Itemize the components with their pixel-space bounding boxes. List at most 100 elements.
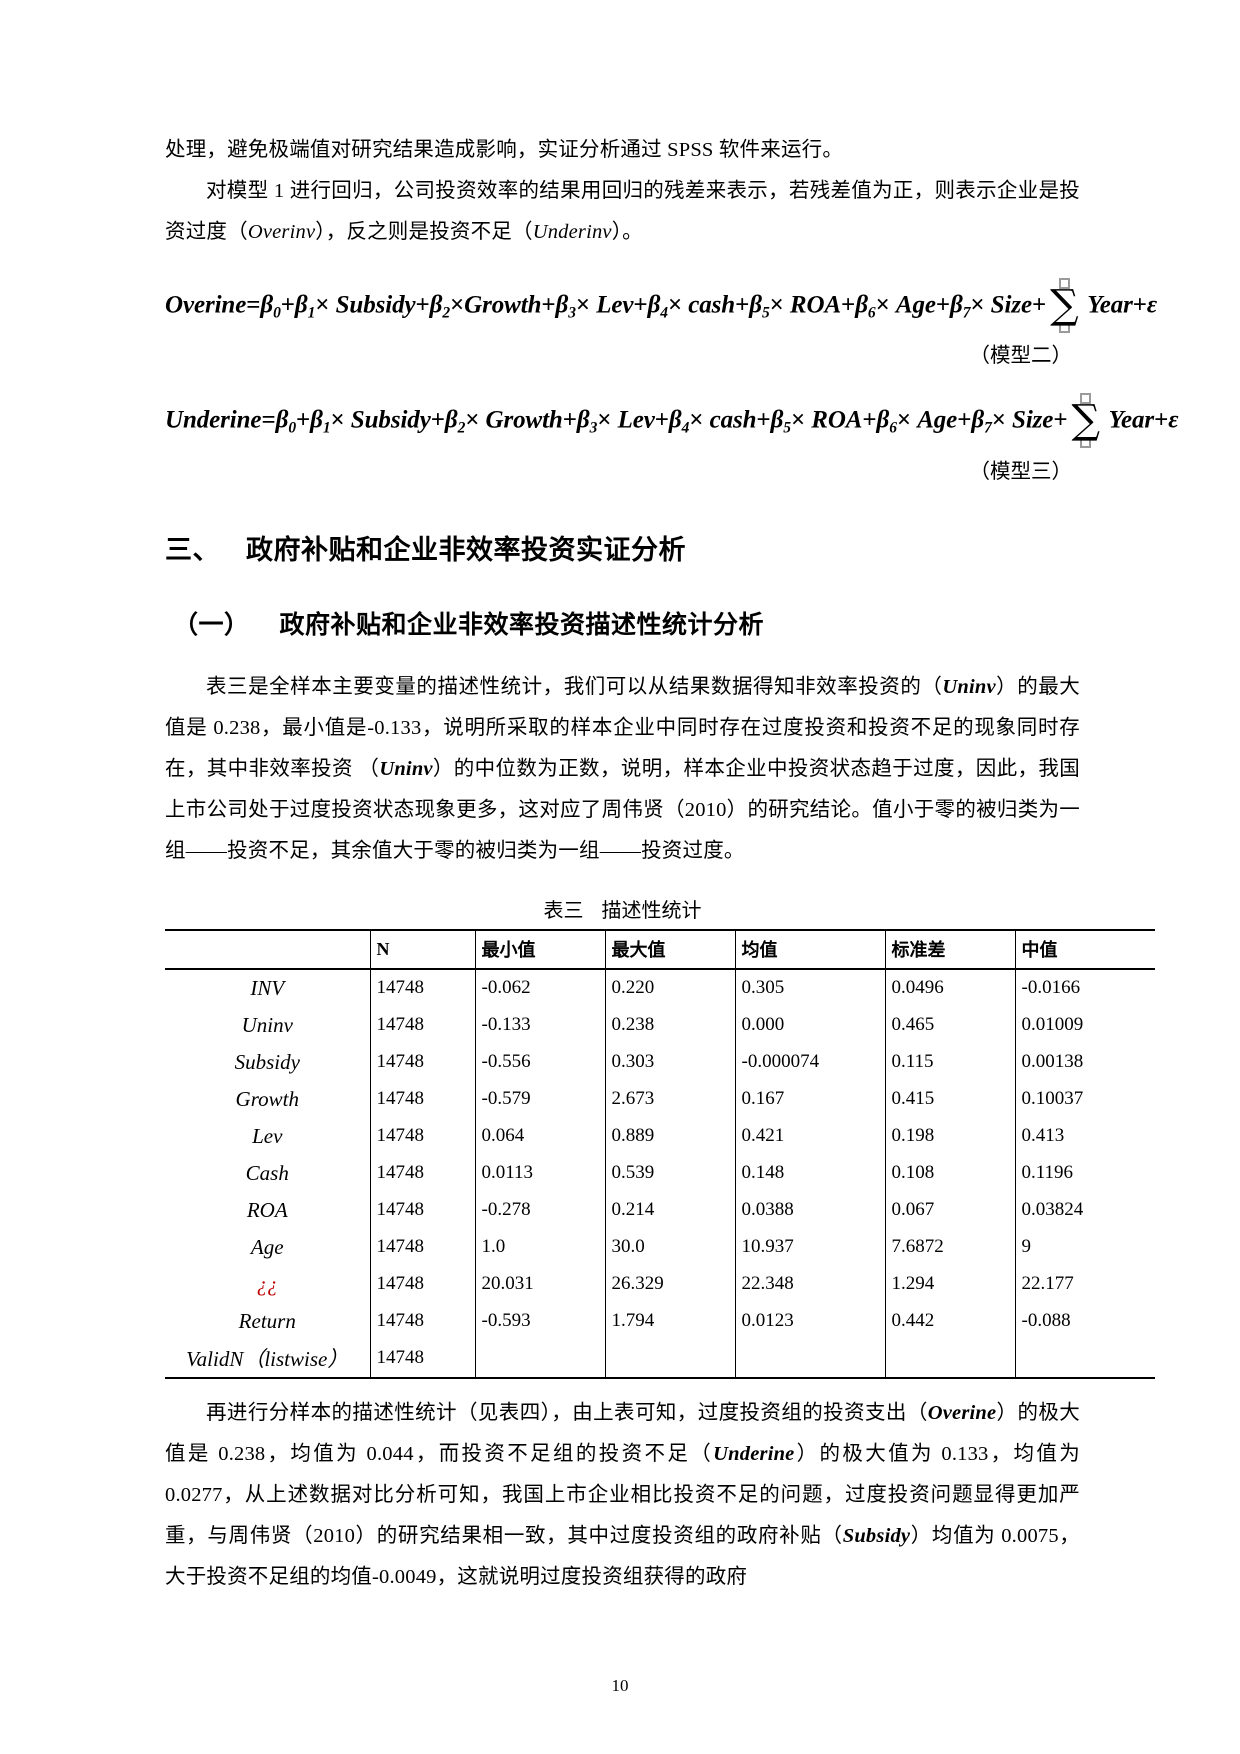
table-cell-mean: 0.0388: [734, 1191, 885, 1229]
table-cell-mean: 0.000: [734, 1006, 885, 1044]
after-table-b: ）的极大值是 0.238，均值为 0.044，而投资不足组的投资不足（: [165, 1401, 1080, 1465]
page-number: 10: [611, 1676, 629, 1695]
table-cell-n: 14748: [369, 1117, 475, 1155]
term-overinv: Overinv: [247, 221, 316, 243]
term-uninv-1: Uninv: [942, 675, 996, 698]
paragraph-model-intro-a: 对模型 1 进行回归，公司投资效率的结果用回归的残差来表示，若残差值为正，则表示…: [165, 180, 1080, 243]
table-cell-mean: 0.148: [734, 1154, 885, 1192]
table-cell-stddev: 0.415: [884, 1080, 1015, 1118]
after-table-c: ）的极大值为 0.133，均值为 0.0277，从上述数据对比分析可知，我国上市…: [165, 1442, 1080, 1547]
table-cell-mean: 0.0123: [734, 1302, 885, 1340]
table-cell-variable-name: Lev: [252, 1123, 283, 1148]
table-cell-stddev: [884, 1339, 1015, 1379]
table-cell-mean: 0.305: [734, 968, 885, 1007]
summation-upper-placeholder: [1080, 393, 1092, 405]
table-cell-median: -0.0166: [1014, 968, 1155, 1007]
table-cell-stddev: 0.067: [884, 1191, 1015, 1229]
section-number: 三、: [165, 534, 220, 566]
table-cell-max: 0.539: [604, 1154, 735, 1192]
term-uninv-2: Uninv: [379, 757, 433, 780]
table-cell-median: 9: [1014, 1228, 1155, 1266]
formula-error-2: ε: [1146, 291, 1158, 319]
formula-label-model-3: （模型三）: [969, 460, 1073, 483]
table-cell-min: -0.579: [474, 1080, 605, 1118]
table-header-n: N: [369, 928, 475, 970]
table-cell-stddev: 0.442: [884, 1302, 1015, 1340]
section-title: 政府补贴和企业非效率投资实证分析: [246, 534, 686, 566]
table-cell-stddev: 0.465: [884, 1006, 1015, 1044]
table-caption-sub: 描述性统计: [601, 899, 702, 922]
table-header-blank: [165, 928, 370, 970]
table-cell-stddev: 1.294: [884, 1265, 1015, 1303]
summation-lower-placeholder: [1058, 322, 1070, 334]
table-cell-min: -0.062: [474, 968, 605, 1007]
table-cell-min: 0.0113: [474, 1154, 605, 1192]
body-text-b: ）的最大值是 0.238，最小值是-0.133，说明所采取的样本企业中同时存在过…: [165, 675, 1080, 780]
table-cell-median: 0.1196: [1014, 1154, 1155, 1192]
table-cell-stddev: 0.108: [884, 1154, 1015, 1192]
table-cell-variable-name: ValidN（listwise）: [165, 1339, 370, 1379]
table-caption: 表三描述性统计: [165, 894, 1080, 923]
table-cell-variable-name: ROA: [246, 1197, 288, 1222]
term-underine: Underine: [713, 1442, 795, 1465]
formula-block-model-3: Underine=β0+β1× Subsidy+β2× Growth+β3× L…: [165, 393, 1178, 483]
table-cell-variable-name: Return: [238, 1308, 296, 1333]
table-cell-median: 0.01009: [1014, 1006, 1155, 1044]
table-cell-n: 14748: [369, 1080, 475, 1118]
table-cell-variable-name: ¿¿: [256, 1271, 278, 1296]
table-header-min: 最小值: [474, 928, 605, 970]
page-title: 三、政府补贴和企业非效率投资实证分析: [165, 528, 1080, 567]
table-cell-median: 0.00138: [1014, 1043, 1155, 1081]
table-cell-median: -0.088: [1014, 1302, 1155, 1340]
table-cell-mean: 22.348: [734, 1265, 885, 1303]
table-cell-stddev: 7.6872: [884, 1228, 1015, 1266]
table-cell-min: -0.556: [474, 1043, 605, 1081]
table-cell-median: 0.03824: [1014, 1191, 1155, 1229]
table-cell-mean: 10.937: [734, 1228, 885, 1266]
table-cell-max: 2.673: [604, 1080, 735, 1118]
table-cell-n: 14748: [369, 1339, 475, 1379]
table-cell-mean: [734, 1339, 885, 1379]
table-cell-n: 14748: [369, 1228, 475, 1266]
table-cell-max: 26.329: [604, 1265, 735, 1303]
table-cell-median: 22.177: [1014, 1265, 1155, 1303]
table-cell-n: 14748: [369, 968, 475, 1007]
formula-block-model-2: Overine=β0+β1× Subsidy+β2×Growth+β3× Lev…: [165, 278, 1157, 368]
formula-lhs-overine: Overine: [165, 291, 247, 319]
table-cell-variable-name: Subsidy: [234, 1049, 300, 1074]
paragraph-intro-text: 处理，避免极端值对研究结果造成影响，实证分析通过 SPSS 软件来运行。: [165, 139, 844, 161]
table-cell-max: 0.889: [604, 1117, 735, 1155]
table-header-row: N 最小值 最大值 均值 标准差 中值: [165, 928, 1155, 970]
table-cell-min: [474, 1339, 605, 1379]
table-cell-max: 0.220: [604, 968, 735, 1007]
table-cell-stddev: 0.198: [884, 1117, 1015, 1155]
table-cell-mean: 0.167: [734, 1080, 885, 1118]
summation-symbol: ∑: [1050, 278, 1079, 334]
table-cell-median: [1014, 1339, 1155, 1379]
paragraph-model-intro-c: ）。: [611, 221, 643, 243]
table-caption-main: 表三: [543, 899, 584, 922]
subsection-title: 政府补贴和企业非效率投资描述性统计分析: [279, 609, 765, 639]
table-cell-min: -0.278: [474, 1191, 605, 1229]
term-underinv: Underinv: [532, 221, 612, 243]
table-cell-n: 14748: [369, 1043, 475, 1081]
table-cell-stddev: 0.115: [884, 1043, 1015, 1081]
table-cell-min: 0.064: [474, 1117, 605, 1155]
table-cell-max: 0.214: [604, 1191, 735, 1229]
table-header-median: 中值: [1014, 928, 1155, 970]
table-cell-min: -0.133: [474, 1006, 605, 1044]
table-cell-max: 30.0: [604, 1228, 735, 1266]
formula-lhs-underine: Underine: [165, 406, 262, 434]
table-cell-median: 0.10037: [1014, 1080, 1155, 1118]
table-cell-max: 1.794: [604, 1302, 735, 1340]
table-cell-n: 14748: [369, 1302, 475, 1340]
table-cell-variable-name: INV: [250, 975, 285, 1000]
table-cell-variable-name: Age: [250, 1234, 284, 1259]
